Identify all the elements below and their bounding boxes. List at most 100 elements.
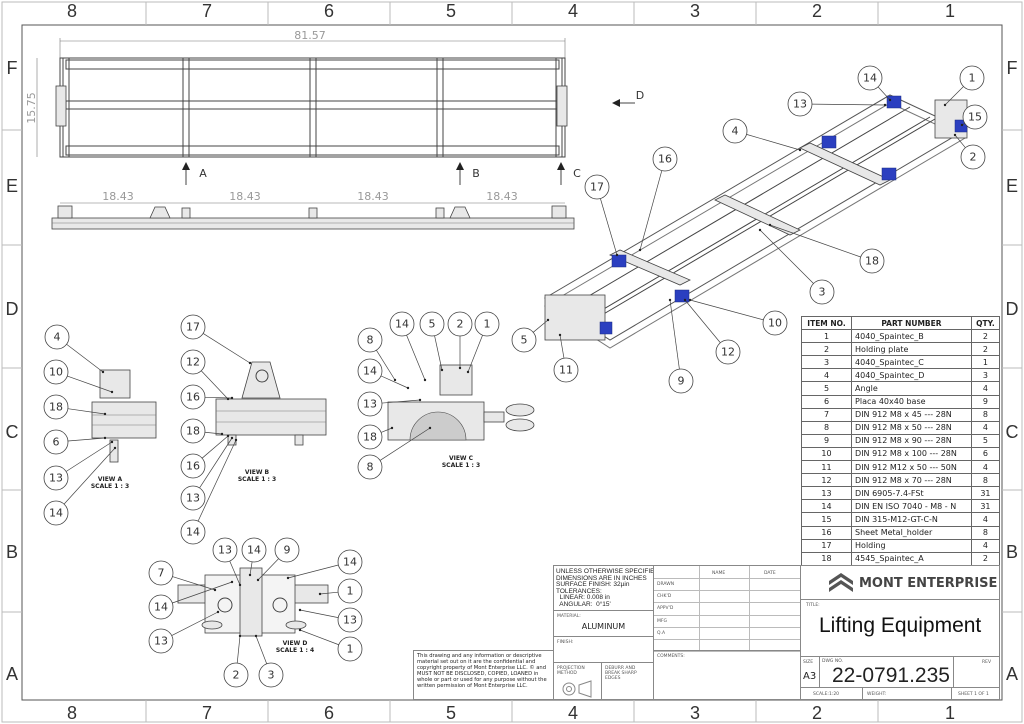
deburr-box: DEBURR AND BREAK SHARP EDGES bbox=[601, 662, 654, 700]
item-balloon: 8 bbox=[357, 426, 432, 480]
item-balloon: 13 bbox=[787, 91, 887, 117]
row-zone-label: F bbox=[1007, 58, 1018, 78]
bom-quantity: 8 bbox=[970, 473, 1001, 488]
name-header: NAME bbox=[712, 571, 726, 576]
top-view: 81.57 15.75 bbox=[25, 29, 568, 158]
leader-line bbox=[684, 299, 721, 343]
balloon-circle bbox=[148, 560, 174, 586]
leader-line bbox=[689, 299, 764, 321]
row-zone-label: F bbox=[7, 58, 18, 78]
balloon-circle bbox=[337, 578, 363, 604]
column-zone-label: 6 bbox=[324, 703, 334, 723]
balloon-circle bbox=[357, 391, 383, 417]
bom-item-no: 7 bbox=[800, 407, 853, 422]
row-zone-label: D bbox=[6, 299, 19, 319]
spec-line: UNLESS OTHERWISE SPECIFIED: bbox=[556, 568, 654, 575]
leader-line bbox=[201, 435, 229, 459]
leader-line bbox=[811, 103, 886, 106]
item-balloon: 13 bbox=[212, 537, 242, 587]
item-balloon: 13 bbox=[298, 607, 363, 633]
bom-part-number: DIN 912 M8 x 45 --- 28N bbox=[851, 407, 972, 422]
view-b-label: VIEW B bbox=[245, 469, 270, 476]
leader-line bbox=[639, 170, 663, 251]
bom-header-item: ITEM NO. bbox=[800, 315, 853, 331]
balloon-circle bbox=[43, 359, 69, 385]
view-c-label: VIEW C bbox=[449, 455, 474, 462]
item-balloon: 11 bbox=[553, 333, 579, 383]
balloon-circle bbox=[43, 394, 69, 420]
drawing-number: 22-0791.235 bbox=[832, 664, 950, 687]
balloon-circle bbox=[357, 424, 383, 450]
spec-line: TOLERANCES: bbox=[556, 587, 602, 595]
section-marker-b: B bbox=[472, 167, 480, 180]
bom-quantity: 5 bbox=[970, 433, 1001, 448]
size-label: SIZE bbox=[803, 660, 814, 665]
balloon-number: 6 bbox=[53, 436, 60, 449]
balloon-number: 1 bbox=[347, 585, 354, 598]
leader-line bbox=[299, 609, 339, 618]
item-balloon: 2 bbox=[223, 634, 249, 688]
bom-item-no: 17 bbox=[800, 538, 853, 553]
balloon-circle bbox=[223, 662, 249, 688]
bom-part-number: 4040_Spaintec_D bbox=[851, 368, 972, 383]
column-zone-label: 6 bbox=[324, 1, 334, 21]
balloon-number: 17 bbox=[590, 181, 604, 194]
leader-line bbox=[204, 396, 233, 399]
bom-part-number: Angle bbox=[851, 381, 972, 396]
balloon-number: 13 bbox=[793, 98, 807, 111]
view-a: VIEW A SCALE 1 : 3 bbox=[91, 369, 157, 490]
section-marker-d: D bbox=[636, 89, 644, 102]
spec-line: DIMENSIONS ARE IN INCHES bbox=[556, 574, 647, 582]
deburr-note: DEBURR AND BREAK SHARP EDGES bbox=[605, 666, 637, 681]
balloon-number: 14 bbox=[395, 318, 409, 331]
balloon-circle bbox=[337, 549, 363, 575]
balloon-number: 18 bbox=[186, 425, 200, 438]
leader-line bbox=[944, 86, 964, 106]
row-zone-label: E bbox=[1006, 176, 1018, 196]
balloon-circle bbox=[357, 454, 383, 480]
spacing-dimension: 18.43 bbox=[229, 190, 261, 203]
balloon-circle bbox=[180, 384, 206, 410]
bom-quantity: 2 bbox=[970, 329, 1001, 344]
balloon-circle bbox=[258, 662, 284, 688]
balloon-number: 18 bbox=[49, 401, 63, 414]
balloon-circle bbox=[180, 349, 206, 375]
spec-line: SURFACE FINISH: 32µin bbox=[556, 581, 630, 588]
bom-quantity: 4 bbox=[970, 460, 1001, 475]
spacing-dimension: 18.43 bbox=[357, 190, 389, 203]
row-zone-label: C bbox=[1006, 422, 1019, 442]
item-balloon: 4 bbox=[722, 118, 802, 152]
column-zone-label: 7 bbox=[202, 1, 212, 21]
row-zone-label: B bbox=[6, 542, 18, 562]
spec-line: ANGULAR: 0°15' bbox=[556, 600, 611, 608]
item-balloon: 15 bbox=[960, 104, 988, 130]
row-zone-label: C bbox=[6, 422, 19, 442]
balloon-number: 18 bbox=[363, 431, 377, 444]
balloon-number: 9 bbox=[284, 544, 291, 557]
column-zone-label: 2 bbox=[812, 703, 822, 723]
balloon-number: 3 bbox=[268, 669, 275, 682]
leader-line bbox=[172, 581, 233, 604]
approval-row-label: CHK'D bbox=[657, 594, 672, 600]
balloon-circle bbox=[148, 594, 174, 620]
balloon-circle bbox=[474, 311, 500, 337]
item-balloon: 1 bbox=[466, 311, 500, 374]
leader-line bbox=[746, 134, 801, 151]
view-b-scale: SCALE 1 : 3 bbox=[238, 476, 276, 483]
column-zone-label: 5 bbox=[446, 703, 456, 723]
sheet-number: SHEET 1 OF 1 bbox=[958, 692, 989, 697]
balloon-circle bbox=[180, 485, 206, 511]
leader-line bbox=[229, 560, 241, 586]
leader-line bbox=[877, 86, 891, 101]
projection-box: PROJECTION METHOD bbox=[553, 662, 602, 700]
leader-line bbox=[67, 437, 106, 442]
balloon-circle bbox=[511, 327, 537, 353]
item-balloon: 8 bbox=[357, 327, 397, 382]
item-balloon: 5 bbox=[511, 318, 550, 353]
